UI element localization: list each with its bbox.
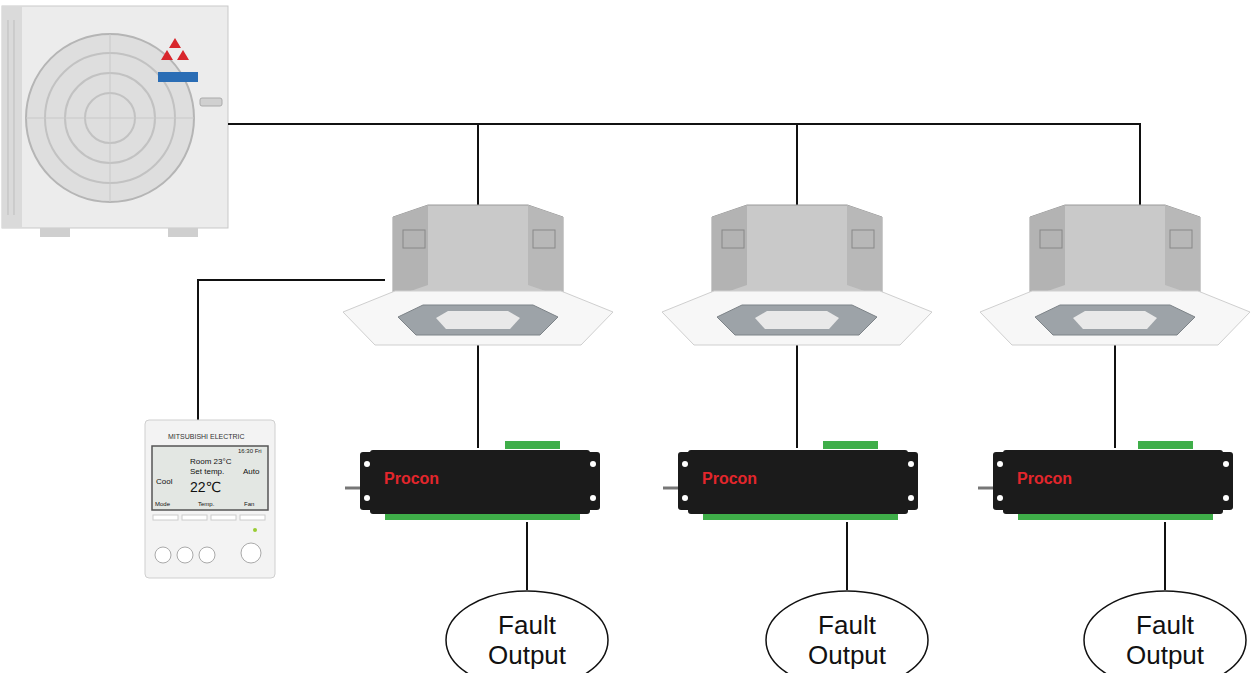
node-label: Fault Output <box>1110 610 1220 670</box>
remote-wire <box>198 280 385 420</box>
bus-wire <box>228 124 1140 205</box>
output-ellipse: Fault Output <box>445 590 609 673</box>
screen-text: Auto <box>243 468 259 476</box>
screen-text: Set temp. <box>190 468 224 476</box>
screen-text: 16:30 Fri <box>238 448 262 454</box>
procon-hardware <box>663 441 918 520</box>
output-ellipse: Fault Output <box>765 590 929 673</box>
cassette-unit <box>343 205 613 345</box>
controller-box: Procon <box>688 450 908 514</box>
brand-label: Procon <box>702 470 757 488</box>
cassette-unit <box>980 205 1250 345</box>
remote-controller <box>145 420 275 578</box>
controller-box: Procon <box>370 450 590 514</box>
screen-text: Mode <box>155 501 170 507</box>
signal-wire <box>526 522 528 590</box>
controller-box: Procon <box>1003 450 1223 514</box>
signal-wire <box>846 522 848 590</box>
screen-text: Temp. <box>198 501 214 507</box>
screen-text: Room 23°C <box>190 458 231 466</box>
screen-text: 22℃ <box>190 480 221 494</box>
signal-wire <box>1164 522 1166 590</box>
node-label: Fault Output <box>792 610 902 670</box>
node-label: Fault Output <box>472 610 582 670</box>
procon-hardware <box>345 441 600 520</box>
procon-hardware <box>978 441 1233 520</box>
brand-label: Procon <box>384 470 439 488</box>
output-ellipse: Fault Output <box>1083 590 1247 673</box>
screen-text: Cool <box>156 478 172 486</box>
cassette-unit <box>662 205 932 345</box>
outdoor-unit <box>2 6 228 237</box>
screen-text: Fan <box>244 501 254 507</box>
controller-wire <box>478 345 1115 448</box>
screen-text: MITSUBISHI ELECTRIC <box>168 433 245 440</box>
brand-label: Procon <box>1017 470 1072 488</box>
